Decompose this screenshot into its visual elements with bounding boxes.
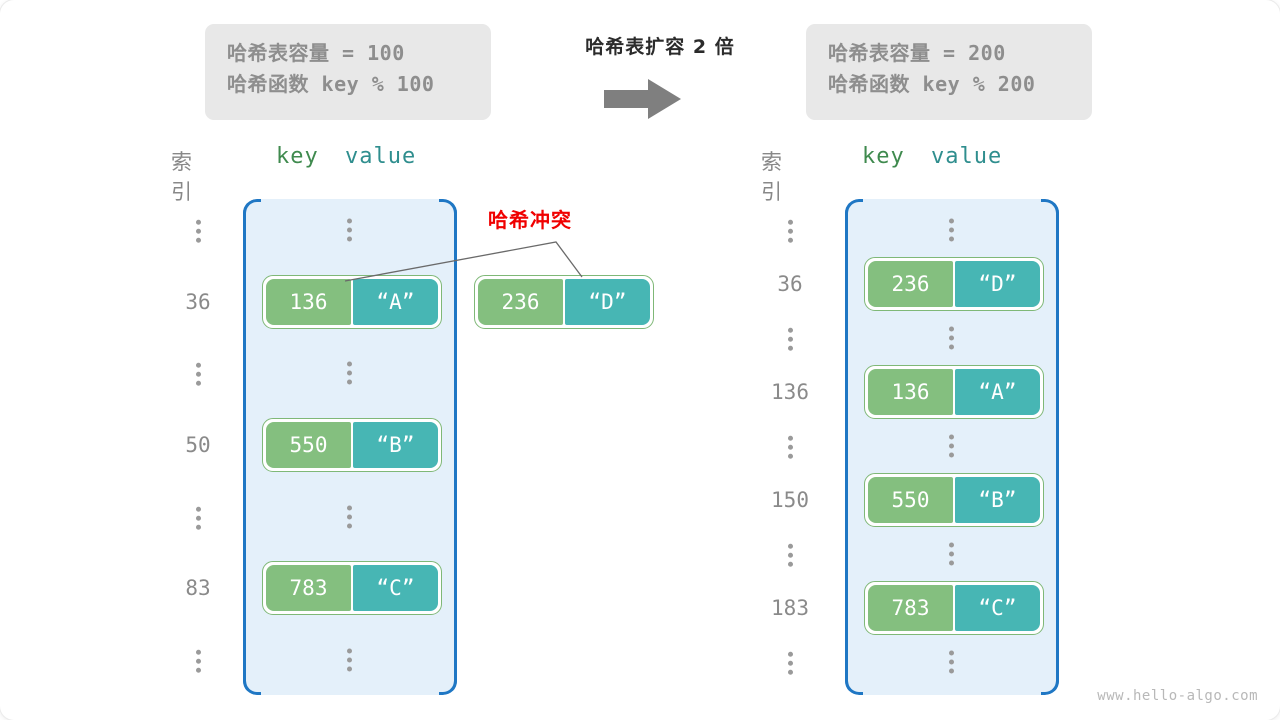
arrow-right-icon xyxy=(604,79,681,119)
after-row-dots-8 xyxy=(944,650,958,674)
before-info-box: 哈希表容量 = 100 哈希函数 key % 100 xyxy=(205,24,491,120)
before-entry-136-value: “A” xyxy=(353,279,438,325)
after-entry-136: 136 “A” xyxy=(864,365,1044,419)
after-header-key: key xyxy=(862,144,905,169)
before-index-6 xyxy=(163,648,233,673)
colliding-entry-236-value: “D” xyxy=(565,279,650,325)
before-row-dots-0 xyxy=(342,218,356,242)
after-capacity-line: 哈希表容量 = 200 xyxy=(828,41,1006,65)
after-index-2 xyxy=(755,326,825,351)
after-entry-550-value: “B” xyxy=(955,477,1040,523)
before-entry-550-value: “B” xyxy=(353,422,438,468)
after-row-dots-2 xyxy=(944,326,958,350)
after-index-0 xyxy=(755,218,825,243)
before-row-dots-4 xyxy=(342,505,356,529)
after-entry-236-key: 236 xyxy=(868,261,953,307)
after-entry-550: 550 “B” xyxy=(864,473,1044,527)
after-entry-136-value: “A” xyxy=(955,369,1040,415)
before-capacity-line: 哈希表容量 = 100 xyxy=(227,41,405,65)
before-function-line: 哈希函数 key % 100 xyxy=(227,72,435,96)
before-entry-550-key: 550 xyxy=(266,422,351,468)
after-entry-783: 783 “C” xyxy=(864,581,1044,635)
before-index-0 xyxy=(163,218,233,243)
before-entry-136-key: 136 xyxy=(266,279,351,325)
watermark: www.hello-algo.com xyxy=(1097,688,1258,704)
colliding-entry-236: 236 “D” xyxy=(474,275,654,329)
after-header-value: value xyxy=(931,144,1003,169)
after-info-box: 哈希表容量 = 200 哈希函数 key % 200 xyxy=(806,24,1092,120)
before-index-2 xyxy=(163,361,233,386)
after-index-7: 183 xyxy=(771,596,809,620)
after-entry-783-key: 783 xyxy=(868,585,953,631)
before-entry-783-key: 783 xyxy=(266,565,351,611)
before-entry-136: 136 “A” xyxy=(262,275,442,329)
before-entry-550: 550 “B” xyxy=(262,418,442,472)
before-entry-783: 783 “C” xyxy=(262,561,442,615)
after-entry-783-value: “C” xyxy=(955,585,1040,631)
after-entry-550-key: 550 xyxy=(868,477,953,523)
after-index-5: 150 xyxy=(771,488,809,512)
after-entry-236-value: “D” xyxy=(955,261,1040,307)
resize-title: 哈希表扩容 2 倍 xyxy=(585,36,735,58)
before-row-dots-2 xyxy=(342,361,356,385)
after-row-dots-6 xyxy=(944,542,958,566)
after-index-3: 136 xyxy=(771,380,809,404)
before-row-dots-6 xyxy=(342,648,356,672)
after-row-dots-0 xyxy=(944,218,958,242)
after-row-dots-4 xyxy=(944,434,958,458)
colliding-entry-236-key: 236 xyxy=(478,279,563,325)
before-header-key: key xyxy=(276,144,319,169)
before-header-value: value xyxy=(345,144,417,169)
after-index-4 xyxy=(755,434,825,459)
before-entry-783-value: “C” xyxy=(353,565,438,611)
collision-label: 哈希冲突 xyxy=(488,208,572,232)
after-index-8 xyxy=(755,650,825,675)
after-header-index: 索引 xyxy=(761,150,783,204)
before-index-3: 50 xyxy=(185,433,211,457)
before-index-1: 36 xyxy=(185,290,211,314)
after-entry-236: 236 “D” xyxy=(864,257,1044,311)
after-entry-136-key: 136 xyxy=(868,369,953,415)
after-index-6 xyxy=(755,542,825,567)
after-index-1: 36 xyxy=(777,272,803,296)
before-index-4 xyxy=(163,505,233,530)
after-function-line: 哈希函数 key % 200 xyxy=(828,72,1036,96)
before-index-5: 83 xyxy=(185,576,211,600)
before-header-index: 索引 xyxy=(171,150,193,204)
